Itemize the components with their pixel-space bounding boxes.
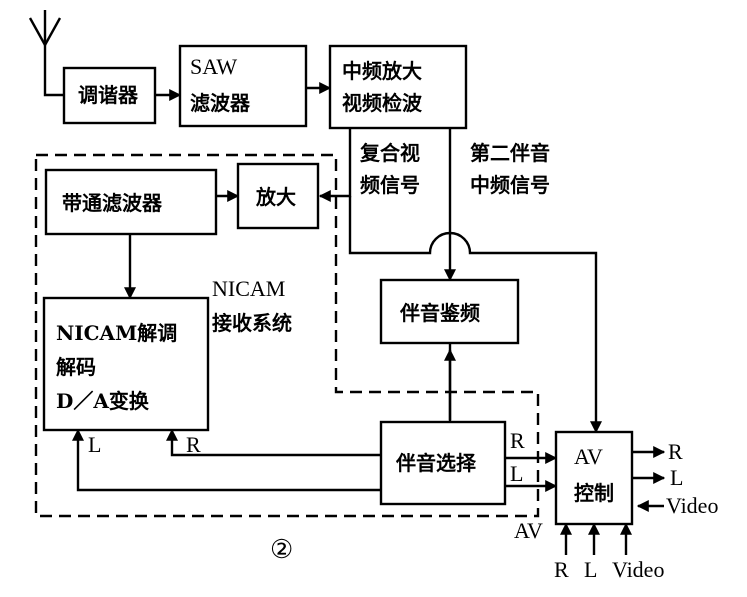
- amplifier-label: 放大: [255, 185, 296, 209]
- saw-filter-block: [178, 44, 308, 128]
- in-L-label: L: [584, 557, 597, 582]
- in-R-label: R: [554, 557, 569, 582]
- video-detect-label: 视频检波: [342, 91, 423, 115]
- composite-video-label-2: 频信号: [360, 173, 420, 197]
- sound-detect-label: 伴音鉴频: [399, 301, 480, 325]
- av-control-block: [554, 430, 634, 526]
- av-input-label: AV: [514, 518, 543, 543]
- tuner-label: 调谐器: [78, 83, 139, 107]
- nicam-decoder-label: NICAM解调: [56, 321, 177, 345]
- nicam-L-label: L: [88, 432, 101, 457]
- av-label: AV: [574, 444, 603, 469]
- out-video-label: Video: [666, 493, 718, 518]
- composite-video-label: 复合视: [359, 141, 420, 165]
- saw-label-2: 滤波器: [190, 91, 251, 115]
- saw-label: SAW: [190, 54, 237, 79]
- sound-if-label-2: 中频信号: [470, 173, 550, 197]
- select-L-label: L: [510, 461, 523, 486]
- if-amp-label: 中频放大: [342, 59, 422, 83]
- select-R-label: R: [510, 428, 525, 453]
- antenna-icon: [28, 10, 64, 97]
- da-convert-label: D／A变换: [56, 389, 150, 413]
- amplifier-block: [236, 162, 320, 230]
- sound-detect-block: [379, 278, 520, 345]
- out-R-label: R: [668, 439, 683, 464]
- out-L-label: L: [670, 465, 683, 490]
- nicam-system-label: NICAM: [212, 276, 285, 301]
- figure-number: ②: [270, 535, 293, 564]
- receive-system-label: 接收系统: [212, 311, 292, 335]
- nicam-decoder-block: [42, 296, 210, 432]
- bandpass-label: 带通滤波器: [62, 191, 163, 215]
- tuner-block: [62, 66, 157, 125]
- nicam-R-label: R: [186, 432, 201, 457]
- control-label: 控制: [574, 481, 614, 505]
- sound-select-label: 伴音选择: [395, 451, 477, 475]
- wire-nicam-L: [72, 428, 381, 492]
- sound-select-block: [379, 420, 507, 506]
- decode-label: 解码: [56, 355, 96, 379]
- bandpass-filter-block: [44, 168, 218, 236]
- wire-nicam-R: [166, 428, 381, 457]
- if-amp-block: [328, 44, 468, 130]
- sound-if-label: 第二伴音: [470, 141, 550, 165]
- in-video-label: Video: [612, 557, 664, 582]
